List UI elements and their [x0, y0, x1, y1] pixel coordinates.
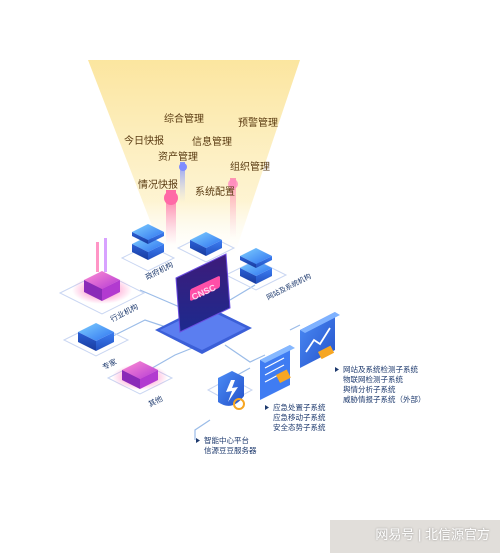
pink-pillar-2 [230, 178, 236, 238]
document-icon [260, 345, 295, 400]
label-xinxi: 信息管理 [192, 135, 232, 148]
cube-right [140, 370, 158, 389]
platform-item: 信源豆豆服务器 [204, 445, 257, 455]
doc-tag [275, 369, 291, 384]
light-beam [88, 60, 300, 262]
chart-board-icon [300, 312, 340, 368]
glow-line [104, 238, 107, 272]
laptop-keyboard [160, 308, 246, 350]
blue-orb [179, 163, 187, 171]
node-qita: 其他 [106, 361, 174, 409]
bottom-strip [330, 520, 500, 553]
blue-pillar [180, 162, 185, 202]
monitor-item: 舆情分析子系统 [343, 384, 396, 394]
chart-line [305, 327, 331, 353]
shield-icon [206, 371, 254, 410]
node-label: 网站及系统机构 [265, 272, 313, 302]
node-wangzhan: 网站及系统机构 [224, 248, 313, 302]
group-platform: 智能中心平台 信源豆豆服务器 [196, 435, 257, 455]
glow-line [96, 242, 99, 272]
cube-right [102, 280, 120, 301]
label-xitong: 系统配置 [195, 185, 235, 198]
label-qingkuang: 情况快报 [138, 178, 178, 191]
node-label: 行业机构 [108, 301, 140, 324]
cube-left [122, 370, 140, 389]
cnsc-badge-bg [190, 276, 220, 301]
server-cube-icon [190, 232, 222, 256]
emergency-item: 应急处置子系统 [273, 402, 326, 412]
node-label: 专家 [100, 356, 118, 372]
monitor-item: 网站及系统检测子系统 [343, 364, 418, 374]
label-zonghe: 综合管理 [164, 112, 204, 125]
board-top [300, 312, 340, 333]
pink-orb-2 [228, 179, 238, 189]
bolt [226, 380, 238, 402]
label-yujing: 预警管理 [238, 116, 278, 129]
pink-orb [164, 191, 178, 205]
group-monitor: 网站及系统检测子系统 物联网检测子系统 舆情分析子系统 威胁情报子系统（外部） [335, 364, 426, 404]
magnifier [233, 398, 245, 410]
node-zhengfu: 政府机构 [120, 224, 176, 282]
node-label: 其他 [146, 393, 164, 409]
server-cube-icon [132, 224, 164, 260]
platform-item: 智能中心平台 [204, 435, 249, 445]
laptop-icon: CNSC [155, 253, 252, 354]
doc-top [260, 345, 295, 363]
cube-left [84, 280, 102, 301]
label-zuzhi: 组织管理 [230, 160, 270, 173]
board-face [300, 312, 335, 368]
server-cube-icon [240, 248, 272, 284]
group-emergency: 应急处置子系统 应急移动子系统 安全态势子系统 [265, 402, 326, 432]
board-tag [318, 345, 335, 360]
node-zhuanjia: 专家 [62, 323, 130, 372]
monitor-item: 物联网检测子系统 [343, 374, 403, 384]
emergency-item: 应急移动子系统 [273, 412, 326, 422]
monitor-item: 威胁情报子系统（外部） [343, 394, 426, 404]
node-hangye: 行业机构 [58, 238, 146, 324]
emergency-item: 安全态势子系统 [273, 422, 326, 432]
server-cube-icon [78, 323, 114, 351]
label-jinri: 今日快报 [124, 134, 164, 147]
watermark: 网易号 | 北信源官方 [375, 527, 490, 542]
label-zichan: 资产管理 [158, 150, 198, 163]
pink-pillar [166, 190, 176, 245]
